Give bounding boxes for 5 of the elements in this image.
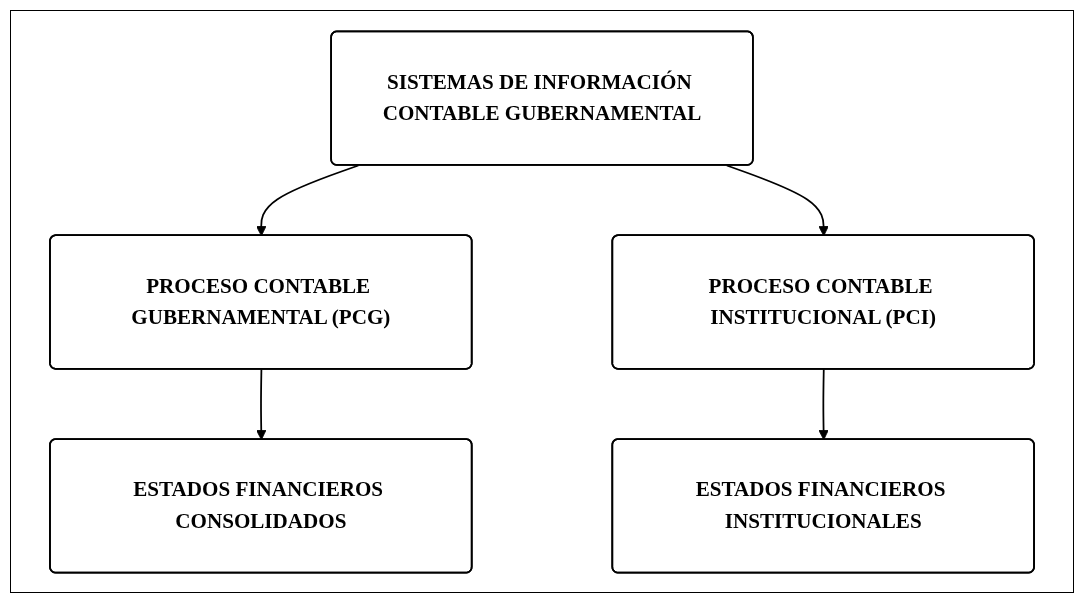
arrow bbox=[818, 368, 829, 440]
diagram-frame: SISTEMAS DE INFORMACIÓN CONTABLE GUBERNAMENTAL PROCESO CONTABLE GUBERNAMENTAL (PCG) PROCESO CONTABLE INSTITUCIONAL (PCI) ESTADOS FINANCIEROS CONSOLIDADOS ESTADOS FINANCIEROS INSTITUCIONALES bbox=[10, 10, 1074, 593]
arrow bbox=[725, 164, 829, 236]
arrow bbox=[256, 368, 267, 440]
arrow bbox=[256, 164, 360, 236]
